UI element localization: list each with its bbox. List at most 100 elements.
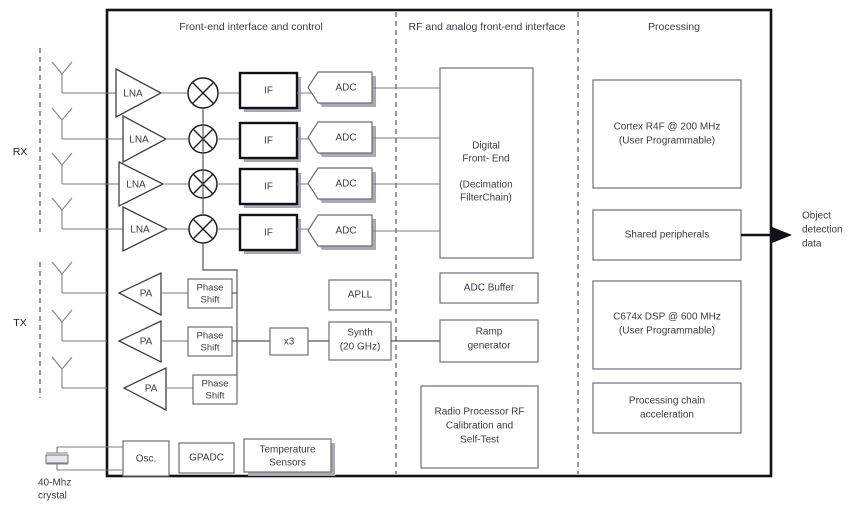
column-header-rf-analog: RF and analog front-end interface	[408, 21, 565, 33]
svg-text:Shared peripherals: Shared peripherals	[625, 230, 710, 241]
rx-antenna-3	[51, 152, 107, 185]
svg-text:Processing chain: Processing chain	[629, 396, 705, 407]
svg-text:LNA: LNA	[123, 89, 143, 100]
svg-text:ADC: ADC	[335, 179, 356, 190]
svg-text:Radio Processor RF: Radio Processor RF	[434, 407, 524, 418]
svg-text:IF: IF	[264, 86, 273, 97]
pa-3	[122, 366, 167, 412]
synth-block	[328, 321, 392, 361]
osc-block	[122, 440, 170, 477]
svg-text:(User Programmable): (User Programmable)	[619, 136, 715, 147]
svg-text:Temperature: Temperature	[259, 445, 316, 456]
c674x-dsp-block	[592, 280, 742, 370]
svg-text:(Decimation: (Decimation	[459, 180, 512, 191]
svg-text:Cortex R4F @ 200 MHz: Cortex R4F @ 200 MHz	[614, 122, 721, 133]
tx-row-2: PA Phase Shift	[117, 319, 270, 364]
svg-text:Shift: Shift	[205, 391, 224, 402]
rx-row-1: LNA IF ADC	[107, 67, 440, 119]
svg-text:acceleration: acceleration	[640, 410, 694, 421]
ramp-generator-block	[439, 319, 539, 363]
mixer-1	[187, 77, 219, 109]
svg-text:Phase: Phase	[197, 283, 224, 294]
cortex-r4f-block	[592, 79, 742, 189]
svg-text:LNA: LNA	[130, 225, 150, 236]
lna-2	[122, 114, 168, 164]
svg-text:IF: IF	[264, 136, 273, 147]
soc-outline	[105, 8, 773, 478]
if-4	[238, 213, 299, 252]
svg-text:Phase: Phase	[202, 379, 229, 390]
rx-row-3: LNA IF ADC	[107, 160, 440, 208]
svg-text:PA: PA	[140, 337, 153, 348]
rx-row-4: LNA IF ADC	[107, 205, 440, 254]
svg-text:Phase: Phase	[197, 331, 224, 342]
svg-text:Osc.: Osc.	[136, 454, 157, 465]
crystal-symbol	[45, 446, 123, 471]
svg-text:x3: x3	[284, 337, 295, 348]
mixer-4	[188, 214, 218, 244]
svg-text:ADC: ADC	[335, 226, 356, 237]
svg-text:Ramp: Ramp	[476, 327, 503, 338]
svg-text:APLL: APLL	[348, 290, 373, 301]
svg-text:(20 GHz): (20 GHz)	[340, 342, 381, 353]
svg-text:(User Programmable): (User Programmable)	[619, 326, 715, 337]
apll-block	[328, 279, 392, 311]
svg-text:Self-Test: Self-Test	[460, 435, 499, 446]
tx-row-1: PA Phase Shift	[117, 271, 237, 317]
tx-row-3: PA Phase Shift	[122, 366, 238, 412]
tx-label: TX	[13, 317, 26, 329]
rx-antenna-2	[51, 107, 107, 140]
rx-antenna-1	[51, 61, 107, 94]
svg-text:ADC: ADC	[335, 83, 356, 94]
if-3	[238, 167, 299, 206]
rx-antenna-4	[51, 197, 107, 230]
svg-text:generator: generator	[468, 341, 511, 352]
adc-buffer-block	[439, 272, 539, 304]
svg-text:ADC: ADC	[335, 133, 356, 144]
svg-text:Sensors: Sensors	[269, 458, 306, 469]
svg-text:Shift: Shift	[200, 343, 219, 354]
shared-peripherals-block	[592, 209, 742, 261]
adc-4	[307, 214, 373, 247]
pa-1	[117, 271, 162, 317]
output-label-line3: data	[802, 239, 822, 250]
crystal-caption-line2: crystal	[38, 491, 67, 502]
radio-processor-block	[420, 385, 539, 469]
svg-text:C674x DSP @ 600 MHz: C674x DSP @ 600 MHz	[613, 312, 721, 323]
phase-shift-3	[192, 374, 238, 405]
if-2	[238, 121, 299, 160]
svg-text:LNA: LNA	[126, 180, 146, 191]
lna-1	[115, 67, 163, 119]
phase-shift-1	[187, 278, 233, 309]
svg-text:IF: IF	[264, 182, 273, 193]
svg-text:PA: PA	[140, 289, 153, 300]
processing-chain-accel-block	[592, 382, 742, 434]
output-label-line2: detection	[802, 225, 843, 236]
svg-text:FilterChain): FilterChain)	[460, 193, 512, 204]
lna-4	[122, 205, 169, 253]
tx-antenna-1	[51, 261, 107, 294]
column-header-processing: Processing	[648, 21, 700, 33]
output-label-line1: Object	[802, 211, 831, 222]
svg-text:Calibration and: Calibration and	[446, 421, 513, 432]
column-header-front-end: Front-end interface and control	[179, 21, 323, 33]
tx-antenna-2	[51, 309, 107, 342]
gpadc-block	[178, 442, 235, 474]
multiplier-block	[269, 327, 309, 356]
rx-label: RX	[13, 146, 28, 158]
svg-text:LNA: LNA	[129, 135, 149, 146]
svg-text:PA: PA	[145, 384, 158, 395]
adc-1	[307, 71, 373, 104]
lo-bus-drop	[202, 243, 238, 392]
svg-text:Digital: Digital	[472, 141, 500, 152]
crystal-caption-line1: 40-Mhz	[38, 478, 71, 489]
svg-text:IF: IF	[264, 228, 273, 239]
if-1	[238, 71, 299, 110]
svg-text:ADC Buffer: ADC Buffer	[464, 283, 515, 294]
svg-text:GPADC: GPADC	[189, 453, 224, 464]
svg-text:Synth: Synth	[347, 328, 373, 339]
adc-3	[307, 167, 373, 200]
digital-front-end-block	[439, 67, 534, 259]
temperature-sensors-block	[243, 438, 332, 473]
